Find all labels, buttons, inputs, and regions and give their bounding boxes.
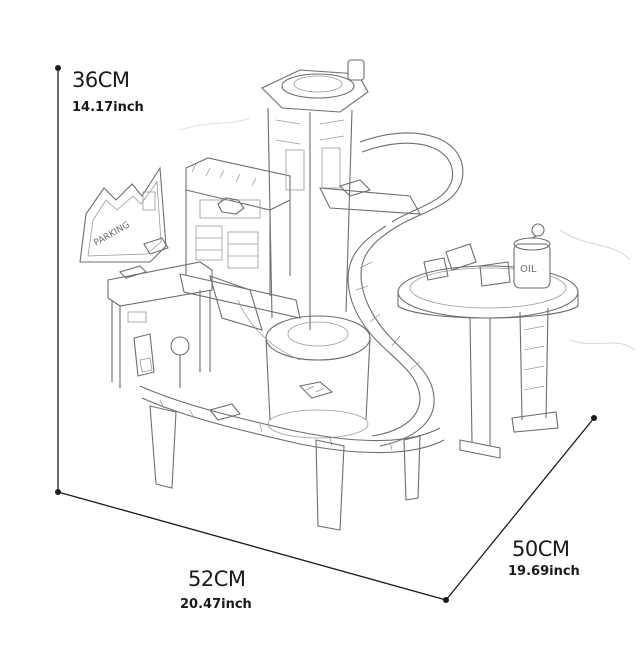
background-sketch-strokes <box>179 117 636 351</box>
spiral-ramp <box>319 132 464 447</box>
width-cm-label: 52CM <box>188 567 246 591</box>
width-inch-label: 20.47inch <box>180 597 252 612</box>
gas-station-platform <box>397 243 579 459</box>
origin-point <box>55 489 61 495</box>
lower-track <box>139 275 445 531</box>
corner-point <box>443 597 449 603</box>
center-roundabout <box>265 315 371 439</box>
width-dimension-line <box>57 491 447 601</box>
oil-tank-label: OIL <box>520 264 537 275</box>
depth-inch-label: 19.69inch <box>508 564 580 579</box>
height-top-point <box>55 65 61 71</box>
dimension-lines <box>55 65 597 603</box>
height-inch-label: 14.17inch <box>72 100 144 115</box>
height-cm-label: 36CM <box>72 68 130 92</box>
oil-tank: OIL <box>513 223 551 289</box>
left-garage-frame <box>107 237 213 388</box>
parking-sign-text: PARKING <box>93 220 132 248</box>
depth-dimension-line <box>445 417 595 601</box>
central-tower <box>261 59 369 330</box>
depth-cm-label: 50CM <box>512 537 570 561</box>
depth-end-point <box>591 415 597 421</box>
parking-signboard: PARKING <box>79 166 167 263</box>
main-building <box>179 157 301 319</box>
